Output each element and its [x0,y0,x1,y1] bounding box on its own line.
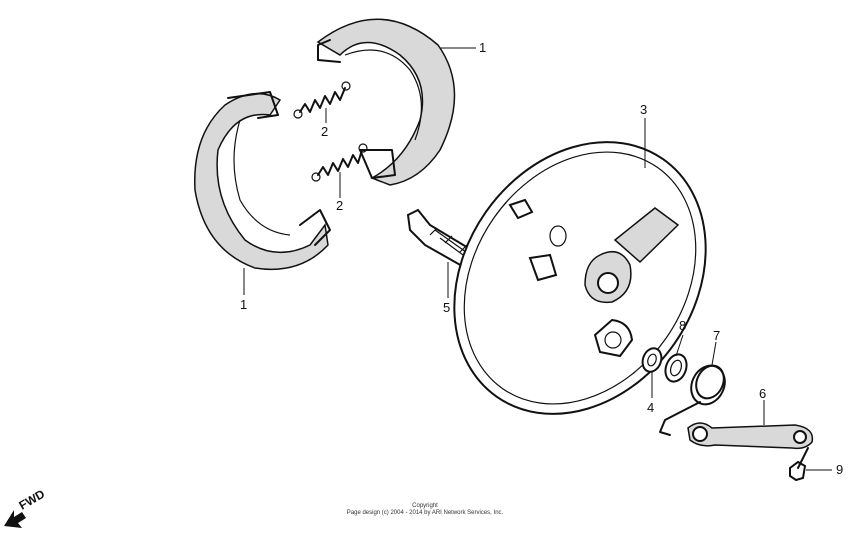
callout-2-upper: 2 [321,124,328,139]
brake-shoe-lower [194,91,331,271]
callout-4: 4 [647,400,654,415]
callout-5: 5 [443,300,450,315]
spring-lower [311,143,368,182]
copyright-notice: Copyright Page design (c) 2004 - 2014 by… [0,503,850,517]
callout-1-lower: 1 [240,297,247,312]
copyright-title: Copyright [412,503,438,509]
callout-9: 9 [836,462,843,477]
return-spring [659,364,726,436]
brake-shoe-upper [316,18,456,186]
callout-7: 7 [713,328,720,343]
spring-upper [293,81,351,119]
leader-lines [243,47,832,471]
callout-6: 6 [759,386,766,401]
callout-8: 8 [679,318,686,333]
washer [664,353,688,383]
brake-arm [687,422,814,450]
copyright-text: Page design (c) 2004 - 2014 by ARI Netwo… [346,510,504,516]
callout-2-lower: 2 [336,198,343,213]
felt-seal [641,347,663,373]
brake-panel [453,141,707,415]
callout-1-upper: 1 [479,40,486,55]
callout-3: 3 [640,102,647,117]
bolt [789,447,809,482]
